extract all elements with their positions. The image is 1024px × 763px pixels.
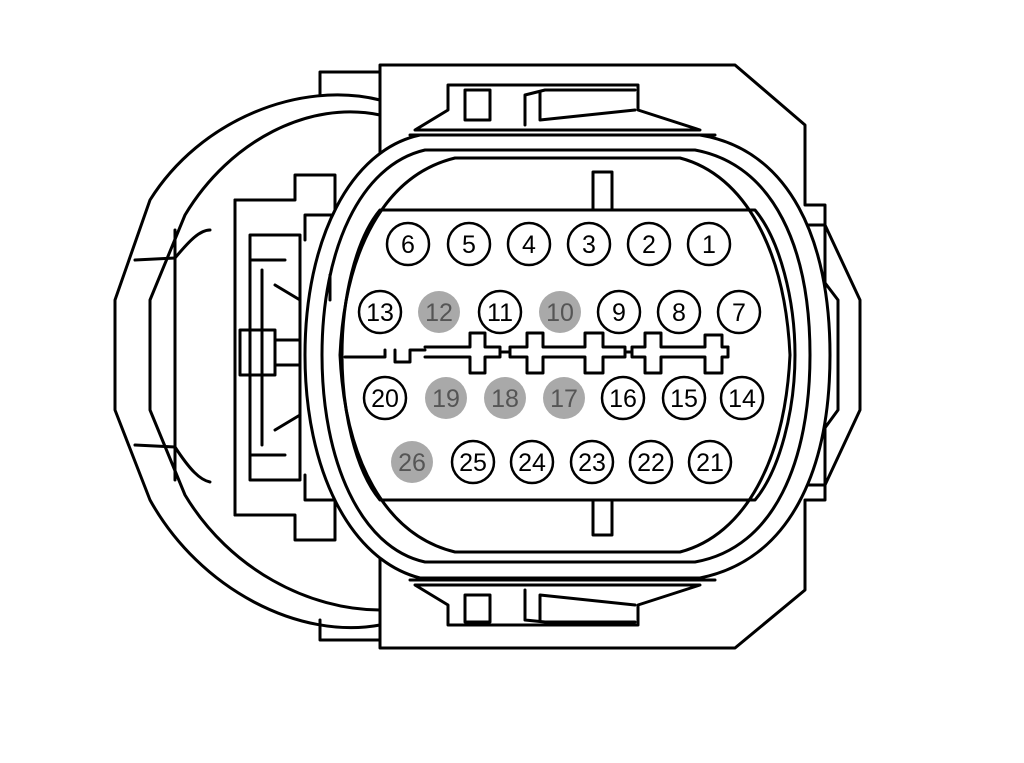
pin-circle <box>509 439 555 485</box>
pin-20: 20 <box>362 375 408 421</box>
pin-circle <box>600 375 646 421</box>
pin-circle <box>628 439 674 485</box>
pin-label: 19 <box>432 385 460 413</box>
pin-circle <box>543 377 585 419</box>
pin-label: 15 <box>670 385 698 413</box>
pin-23: 23 <box>569 439 615 485</box>
pin-label: 20 <box>371 385 399 413</box>
pin-circle <box>385 221 431 267</box>
pin-label: 5 <box>462 231 476 259</box>
pin-label: 25 <box>459 449 487 477</box>
pin-circle <box>626 221 672 267</box>
pin-label: 11 <box>487 299 513 327</box>
pin-19: 19 <box>425 377 467 419</box>
pin-label: 3 <box>582 231 596 259</box>
pin-circle <box>596 289 642 335</box>
pin-label: 21 <box>696 449 724 477</box>
pin-label: 24 <box>518 449 546 477</box>
pin-2: 2 <box>626 221 672 267</box>
pin-8: 8 <box>656 289 702 335</box>
pin-circle <box>661 375 707 421</box>
pin-label: 12 <box>425 299 453 327</box>
pin-label: 7 <box>732 299 746 327</box>
pin-circle <box>719 375 765 421</box>
pin-12: 12 <box>418 291 460 333</box>
pin-circle <box>450 439 496 485</box>
pin-circle <box>418 291 460 333</box>
pin-circle <box>569 439 615 485</box>
pin-circle <box>477 289 523 335</box>
pin-label: 22 <box>637 449 665 477</box>
pin-13: 13 <box>357 289 403 335</box>
pin-circle <box>362 375 408 421</box>
pin-circle <box>506 221 552 267</box>
pin-label: 18 <box>491 385 519 413</box>
pin-label: 6 <box>401 231 415 259</box>
bottom-lock-tab <box>408 578 717 627</box>
pin-25: 25 <box>450 439 496 485</box>
pin-label: 17 <box>550 385 578 413</box>
pin-label: 16 <box>609 385 637 413</box>
pin-4: 4 <box>506 221 552 267</box>
pin-circle <box>686 221 732 267</box>
pin-label: 23 <box>578 449 606 477</box>
pin-circle <box>566 221 612 267</box>
pin-9: 9 <box>596 289 642 335</box>
pin-label: 26 <box>398 449 426 477</box>
pin-label: 4 <box>522 231 536 259</box>
pin-7: 7 <box>716 289 762 335</box>
pin-1: 1 <box>686 221 732 267</box>
pin-label: 1 <box>702 231 716 259</box>
pin-label: 8 <box>672 299 686 327</box>
pin-5: 5 <box>446 221 492 267</box>
pin-16: 16 <box>600 375 646 421</box>
pin-circle <box>539 291 581 333</box>
pin-circle <box>656 289 702 335</box>
center-ridge <box>343 331 730 375</box>
pin-circle <box>391 441 433 483</box>
pin-6: 6 <box>385 221 431 267</box>
pin-11: 11 <box>477 289 523 335</box>
pin-label: 2 <box>642 231 656 259</box>
pin-17: 17 <box>543 377 585 419</box>
pin-10: 10 <box>539 291 581 333</box>
pin-label: 13 <box>366 299 394 327</box>
pin-label: 10 <box>546 299 574 327</box>
top-lock-tab <box>408 83 717 137</box>
pin-circle <box>687 439 733 485</box>
pin-14: 14 <box>719 375 765 421</box>
pin-15: 15 <box>661 375 707 421</box>
pin-circle <box>484 377 526 419</box>
pin-26: 26 <box>391 441 433 483</box>
pin-label: 9 <box>612 299 626 327</box>
pin-21: 21 <box>687 439 733 485</box>
left-latch <box>233 173 337 542</box>
pin-array: 1234567891011121314151617181920212223242… <box>357 221 765 485</box>
pin-circle <box>716 289 762 335</box>
pin-24: 24 <box>509 439 555 485</box>
pin-label: 14 <box>728 385 756 413</box>
pin-circle <box>446 221 492 267</box>
pin-circle <box>357 289 403 335</box>
pin-circle <box>425 377 467 419</box>
pin-3: 3 <box>566 221 612 267</box>
housing-left-cap <box>113 70 382 642</box>
pin-22: 22 <box>628 439 674 485</box>
pin-18: 18 <box>484 377 526 419</box>
